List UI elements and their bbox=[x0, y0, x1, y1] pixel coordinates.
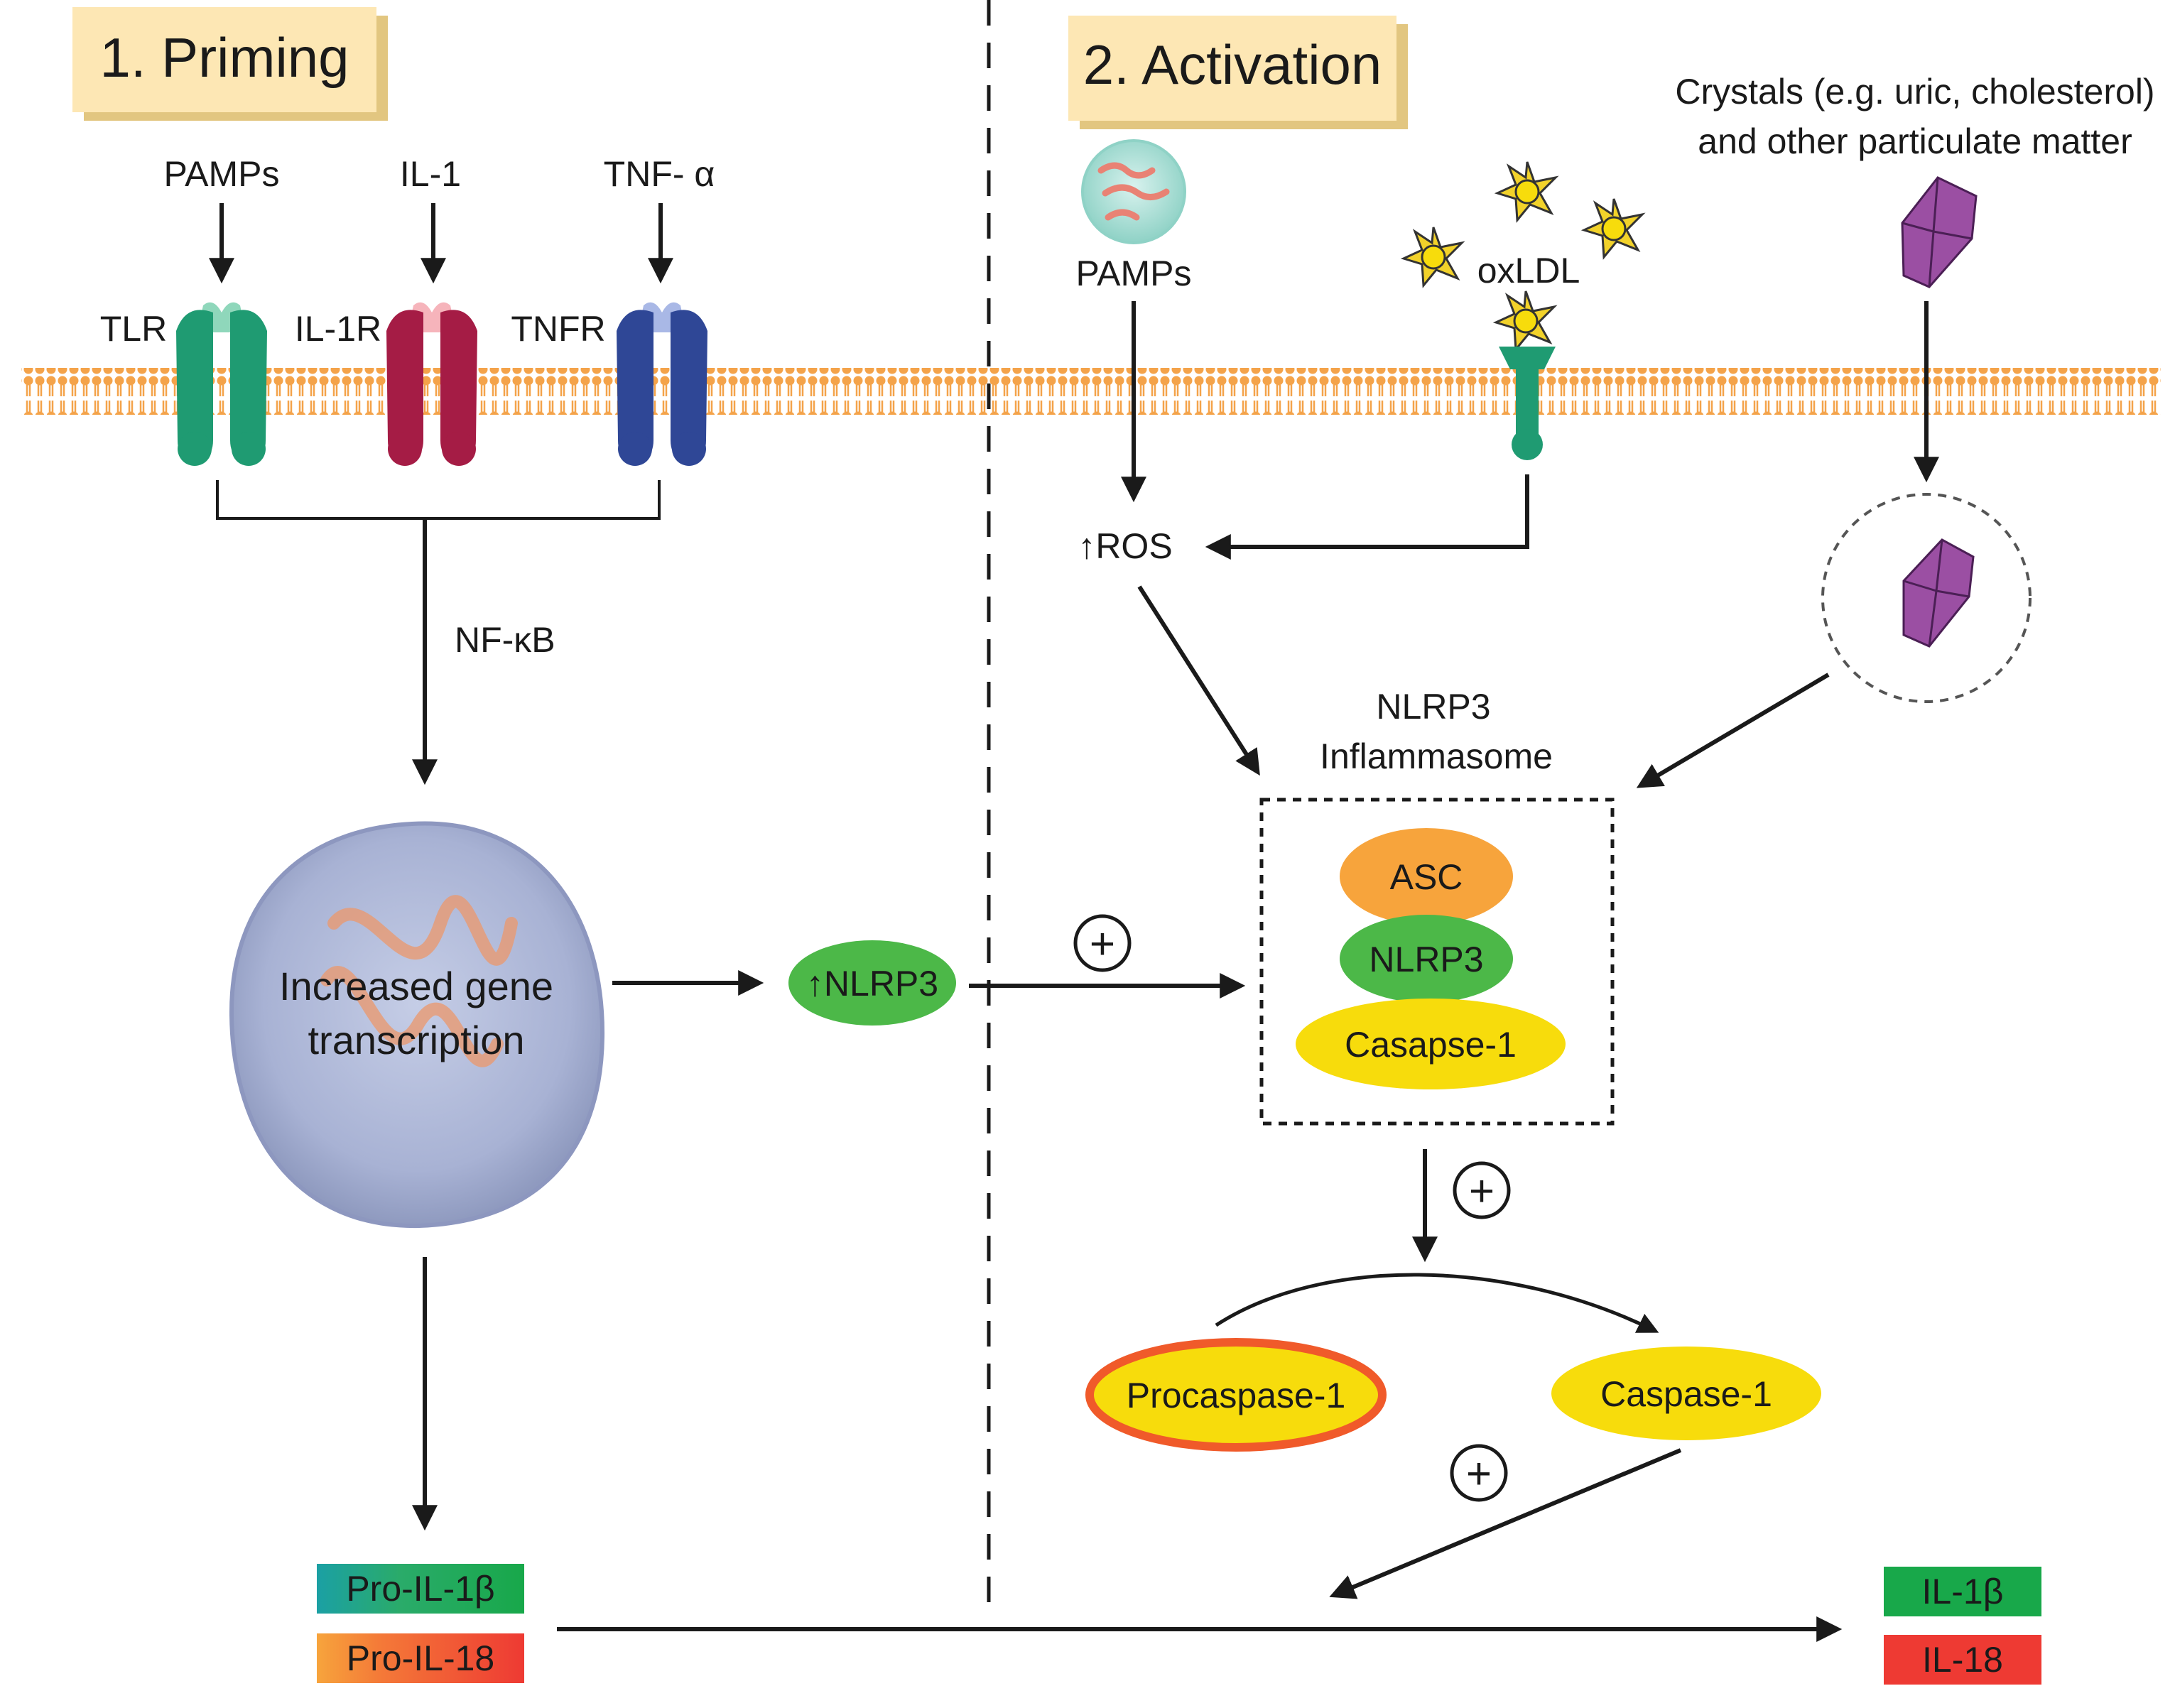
oxldl-label: oxLDL bbox=[1477, 251, 1580, 290]
svg-text:+: + bbox=[1090, 920, 1115, 969]
pro-il18-label: Pro-IL-18 bbox=[347, 1638, 494, 1678]
nfkb-label: NF-κB bbox=[455, 620, 555, 660]
nlrp3-priming-label: ↑NLRP3 bbox=[806, 964, 938, 1003]
caspase1-node: Caspase-1 bbox=[1551, 1347, 1821, 1440]
plus-icon: + bbox=[1450, 1444, 1508, 1502]
tlr-receptor-icon bbox=[176, 302, 267, 466]
tnfr-receptor-icon bbox=[617, 302, 707, 466]
nlrp3-priming-node: ↑NLRP3 bbox=[788, 940, 956, 1026]
stimulus-il1: IL-1 bbox=[400, 154, 461, 194]
il18-label: IL-18 bbox=[1922, 1640, 2003, 1680]
nucleus-label-line2: transcription bbox=[308, 1018, 524, 1062]
activation-title-box: 2. Activation bbox=[1068, 16, 1408, 129]
ros-label: ↑ROS bbox=[1078, 526, 1172, 566]
phagosome bbox=[1821, 493, 2032, 703]
il1b-bar: IL-1β bbox=[1884, 1567, 2041, 1616]
nlrp3-component-label: NLRP3 bbox=[1369, 940, 1483, 979]
nucleus: Increased gene transcription bbox=[229, 821, 605, 1229]
inflammasome-title-line1: NLRP3 bbox=[1376, 687, 1490, 727]
procaspase1-node: Procaspase-1 bbox=[1085, 1338, 1387, 1452]
pro-il1b-label: Pro-IL-1β bbox=[346, 1569, 494, 1609]
dna-strand-icon bbox=[320, 895, 518, 1067]
internalized-crystal-icon bbox=[1902, 538, 1975, 648]
arrow-caspase-maturation bbox=[1329, 1448, 1682, 1599]
stimulus-pamps: PAMPs bbox=[164, 154, 280, 194]
crystals-label-line2: and other particulate matter bbox=[1698, 121, 2132, 161]
plus-icon: + bbox=[1073, 914, 1132, 972]
il1r-receptor-icon bbox=[386, 302, 477, 466]
priming-title-box: 1. Priming bbox=[72, 7, 388, 121]
pamps-bacteria-icon bbox=[1081, 139, 1186, 244]
crystals-label-line1: Crystals (e.g. uric, cholesterol) bbox=[1675, 72, 2154, 111]
crystal-icon bbox=[1901, 176, 1978, 288]
receptor-tnfr-label: TNFR bbox=[511, 309, 605, 349]
activation-pamps-label: PAMPs bbox=[1076, 254, 1192, 293]
receptor-tlr-label: TLR bbox=[100, 309, 167, 349]
il18-bar: IL-18 bbox=[1884, 1635, 2041, 1685]
receptor-bracket bbox=[216, 480, 661, 520]
arrow-oxldl-ros bbox=[1205, 474, 1529, 560]
nlrp3-inflammasome-complex: ASC NLRP3 Casapse-1 bbox=[1259, 798, 1615, 1126]
il1b-label: IL-1β bbox=[1922, 1572, 2004, 1611]
svg-text:+: + bbox=[1469, 1167, 1495, 1216]
arrow-phagosome-inflammasome bbox=[1636, 673, 1830, 788]
plus-icon: + bbox=[1453, 1161, 1511, 1219]
receptor-il1r-label: IL-1R bbox=[295, 309, 381, 349]
oxldl-receptor-icon bbox=[1499, 347, 1556, 460]
oxldl-particles-icon bbox=[1400, 161, 1646, 352]
pro-il1b-bar: Pro-IL-1β bbox=[317, 1564, 524, 1614]
nucleus-label-line1: Increased gene bbox=[279, 964, 553, 1008]
svg-text:+: + bbox=[1466, 1449, 1492, 1498]
arrow-cleavage bbox=[1215, 1273, 1659, 1333]
caspase1-label: Caspase-1 bbox=[1600, 1374, 1772, 1414]
caspase1-component-label: Casapse-1 bbox=[1345, 1025, 1517, 1065]
cell-membrane bbox=[21, 368, 2161, 415]
procaspase1-label: Procaspase-1 bbox=[1127, 1376, 1346, 1415]
stimulus-tnf-alpha: TNF- α bbox=[604, 154, 715, 194]
priming-title: 1. Priming bbox=[99, 26, 349, 89]
activation-title: 2. Activation bbox=[1083, 33, 1382, 96]
asc-label: ASC bbox=[1390, 857, 1463, 897]
inflammasome-title-line2: Inflammasome bbox=[1320, 736, 1553, 776]
arrow-ros-inflammasome bbox=[1137, 585, 1260, 776]
pro-il18-bar: Pro-IL-18 bbox=[317, 1633, 524, 1683]
